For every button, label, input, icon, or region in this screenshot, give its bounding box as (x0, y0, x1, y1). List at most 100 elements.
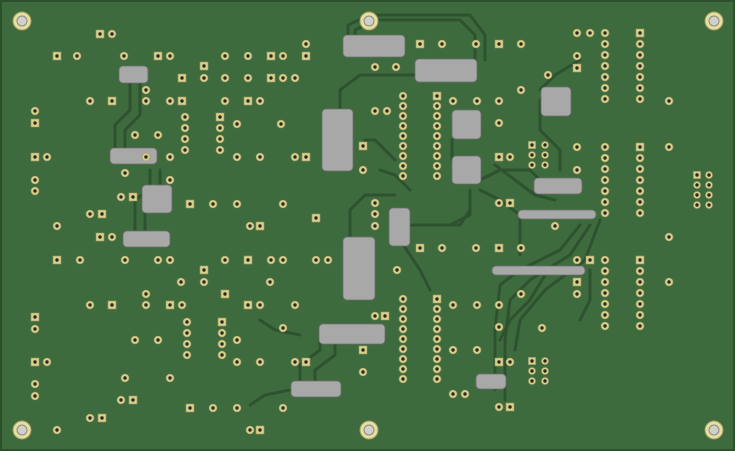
through-hole-pad-icon (494, 402, 504, 412)
through-hole-pad-icon (255, 96, 265, 106)
through-hole-pad-icon (398, 161, 408, 171)
mounting-hole-icon (12, 11, 32, 31)
through-hole-pad-icon (128, 192, 138, 202)
through-hole-pad-icon (398, 101, 408, 111)
through-hole-pad-icon (460, 389, 470, 399)
through-hole-pad-icon (370, 311, 380, 321)
through-hole-pad-icon (432, 151, 442, 161)
through-hole-pad-icon (255, 221, 265, 231)
through-hole-pad-icon (572, 165, 582, 175)
through-hole-pad-icon (398, 324, 408, 334)
through-hole-pad-icon (398, 141, 408, 151)
through-hole-pad-icon (30, 391, 40, 401)
through-hole-pad-icon (358, 165, 368, 175)
through-hole-pad-icon (215, 134, 225, 144)
through-hole-pad-icon (220, 289, 230, 299)
copper-trace-1 (353, 18, 477, 62)
through-hole-pad-icon (266, 255, 276, 265)
through-hole-pad-icon (380, 311, 390, 321)
through-hole-pad-icon (370, 106, 380, 116)
through-hole-pad-icon (432, 91, 442, 101)
copper-trace-27 (248, 388, 292, 407)
through-hole-pad-icon (232, 119, 242, 129)
through-hole-pad-icon (600, 28, 610, 38)
through-hole-pad-icon (635, 61, 645, 71)
through-hole-pad-icon (528, 377, 536, 385)
through-hole-pad-icon (182, 350, 192, 360)
through-hole-pad-icon (664, 232, 674, 242)
through-hole-pad-icon (705, 171, 713, 179)
through-hole-pad-icon (398, 354, 408, 364)
through-hole-pad-icon (358, 141, 368, 151)
through-hole-pad-icon (217, 339, 227, 349)
smd-pad-icon (491, 265, 586, 276)
smd-pad-icon (475, 373, 507, 390)
smd-pad-icon (318, 323, 386, 345)
copper-trace-12 (123, 78, 142, 157)
copper-trace-11 (113, 78, 132, 157)
through-hole-pad-icon (180, 112, 190, 122)
mounting-hole-icon (704, 11, 724, 31)
through-hole-pad-icon (528, 151, 536, 159)
through-hole-pad-icon (600, 142, 610, 152)
through-hole-pad-icon (382, 106, 392, 116)
through-hole-pad-icon (448, 389, 458, 399)
through-hole-pad-icon (398, 111, 408, 121)
through-hole-pad-icon (471, 39, 481, 49)
through-hole-pad-icon (52, 255, 62, 265)
through-hole-pad-icon (265, 277, 275, 287)
through-hole-pad-icon (494, 300, 504, 310)
through-hole-pad-icon (432, 141, 442, 151)
through-hole-pad-icon (120, 168, 130, 178)
through-hole-pad-icon (600, 61, 610, 71)
through-hole-pad-icon (255, 300, 265, 310)
smd-pads (109, 34, 597, 398)
through-hole-pad-icon (243, 255, 253, 265)
through-hole-pad-icon (370, 62, 380, 72)
through-hole-pad-icon (600, 288, 610, 298)
through-hole-pad-icon (705, 181, 713, 189)
through-hole-pad-icon (290, 300, 300, 310)
through-hole-pad-icon (182, 328, 192, 338)
through-hole-pad-icon (635, 288, 645, 298)
through-hole-pad-icon (472, 345, 482, 355)
through-hole-pad-icon (243, 51, 253, 61)
mounting-hole-icon (12, 420, 32, 440)
through-hole-pad-icon (432, 101, 442, 111)
through-hole-pad-icon (232, 199, 242, 209)
through-hole-pad-icon (398, 304, 408, 314)
through-hole-pad-icon (537, 323, 547, 333)
through-hole-pad-icon (107, 96, 117, 106)
through-hole-pad-icon (600, 83, 610, 93)
through-hole-pad-icon (85, 209, 95, 219)
through-hole-pad-icon (85, 300, 95, 310)
through-hole-pad-icon (141, 152, 151, 162)
through-hole-pad-icon (290, 73, 300, 83)
through-hole-pad-icon (432, 374, 442, 384)
through-hole-pad-icon (398, 334, 408, 344)
through-hole-pad-icon (180, 145, 190, 155)
smd-pad-icon (388, 207, 411, 247)
through-hole-pad-icon (301, 152, 311, 162)
copper-trace-9 (513, 218, 602, 352)
through-hole-pad-icon (311, 213, 321, 223)
through-hole-pad-icon (505, 152, 515, 162)
through-hole-pad-icon (494, 39, 504, 49)
through-hole-pad-icon (301, 51, 311, 61)
through-hole-pad-icon (165, 255, 175, 265)
smd-pad-icon (451, 109, 482, 140)
through-hole-pad-icon (494, 322, 504, 332)
through-hole-pad-icon (635, 321, 645, 331)
through-hole-pad-icon (494, 152, 504, 162)
through-hole-pad-icon (550, 221, 560, 231)
copper-trace-26 (258, 318, 302, 337)
through-hole-pad-icon (245, 425, 255, 435)
through-hole-pad-icon (705, 191, 713, 199)
through-hole-pad-icon (398, 364, 408, 374)
through-hole-pad-icon (130, 130, 140, 140)
through-hole-pad-icon (572, 142, 582, 152)
through-hole-pad-icon (572, 289, 582, 299)
through-hole-pad-icon (30, 186, 40, 196)
through-hole-pad-icon (165, 373, 175, 383)
